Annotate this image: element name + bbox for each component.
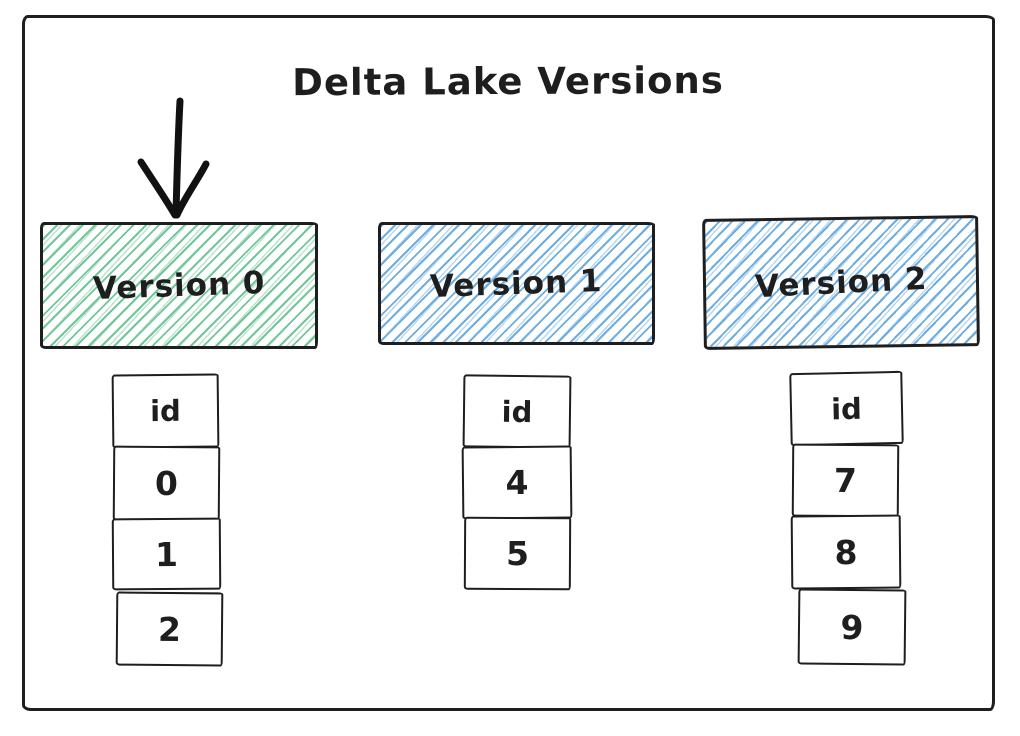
- down-arrow-icon: [137, 97, 210, 219]
- version-0-label: Version 0: [92, 264, 266, 307]
- version-2-label: Version 2: [754, 260, 928, 305]
- version-2-id-cell: 8: [790, 514, 902, 590]
- version-1-box: Version 1: [378, 222, 655, 345]
- version-0-id-cell: 0: [112, 445, 221, 522]
- version-1-id-cell: 4: [461, 445, 573, 520]
- version-2-box: Version 2: [702, 215, 980, 350]
- version-1-id-header-cell: id: [462, 374, 572, 449]
- version-2-id-cell: 9: [797, 588, 907, 666]
- version-2-id-cell: 7: [791, 443, 900, 518]
- version-0-id-cell: 1: [111, 517, 222, 591]
- version-0-box: Version 0: [40, 222, 318, 349]
- version-0-id-cell: 2: [115, 591, 224, 667]
- diagram-frame: [22, 15, 995, 711]
- version-1-id-cell: 5: [463, 516, 572, 591]
- version-0-id-header-cell: id: [111, 373, 220, 449]
- version-1-label: Version 1: [429, 262, 604, 305]
- version-2-id-header-cell: id: [789, 370, 904, 447]
